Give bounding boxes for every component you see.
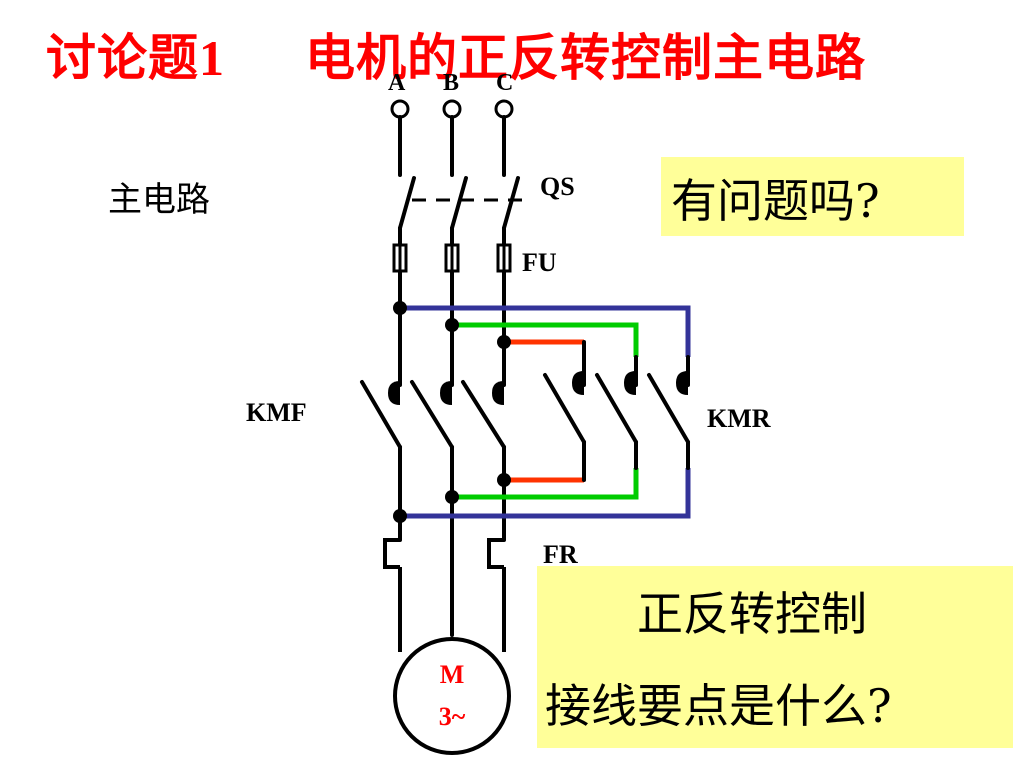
kmf-contacts	[388, 381, 504, 405]
kmr-contacts	[572, 371, 688, 395]
callout-question-box: 有问题吗?	[661, 157, 964, 236]
wire-green	[452, 322, 639, 500]
junction-dots	[393, 301, 511, 523]
kmf-blade-b	[410, 380, 454, 449]
motor-circle	[393, 637, 511, 755]
wire-red	[504, 339, 584, 483]
qs-blade-b	[450, 176, 468, 230]
qs-blade-c	[502, 176, 520, 230]
phase-label-a: A	[388, 70, 406, 96]
fr-elements	[383, 538, 506, 652]
title-main: 电机的正反转控制主电路	[305, 28, 866, 87]
phase-label-b: B	[443, 70, 460, 96]
phase-label-c: C	[496, 70, 514, 96]
kmr-blade-2	[595, 373, 638, 444]
label-fu: FU	[522, 248, 557, 277]
kmr-wires	[543, 340, 690, 482]
label-qs: QS	[540, 172, 575, 201]
page-title: 讨论题1 电机的正反转控制主电路	[46, 18, 866, 90]
terminal-a	[390, 99, 410, 119]
label-kmr: KMR	[707, 404, 771, 433]
label-fr: FR	[543, 540, 578, 569]
motor-label-phase: 3~	[438, 702, 466, 731]
callout-control-line1: 正反转控制	[637, 587, 867, 641]
callout-control-box: 正反转控制 接线要点是什么?	[537, 566, 1013, 748]
terminal-c	[494, 99, 514, 119]
terminal-b	[442, 99, 462, 119]
callout-question-text: 有问题吗?	[671, 174, 880, 228]
kmr-blade-1	[543, 373, 586, 444]
kmf-blade-a	[360, 380, 402, 449]
terminals	[390, 99, 514, 119]
qs-blade-a	[398, 176, 416, 230]
motor-label-m: M	[439, 660, 465, 689]
wire-blue	[400, 305, 691, 519]
kmr-blade-3	[647, 373, 690, 444]
title-prefix: 讨论题	[46, 28, 199, 87]
callout-control-line2: 接线要点是什么?	[545, 679, 892, 733]
label-main-circuit: 主电路	[108, 180, 210, 220]
title-number: 1	[199, 30, 225, 86]
label-kmf: KMF	[246, 398, 307, 427]
kmf-blade-c	[461, 380, 506, 449]
